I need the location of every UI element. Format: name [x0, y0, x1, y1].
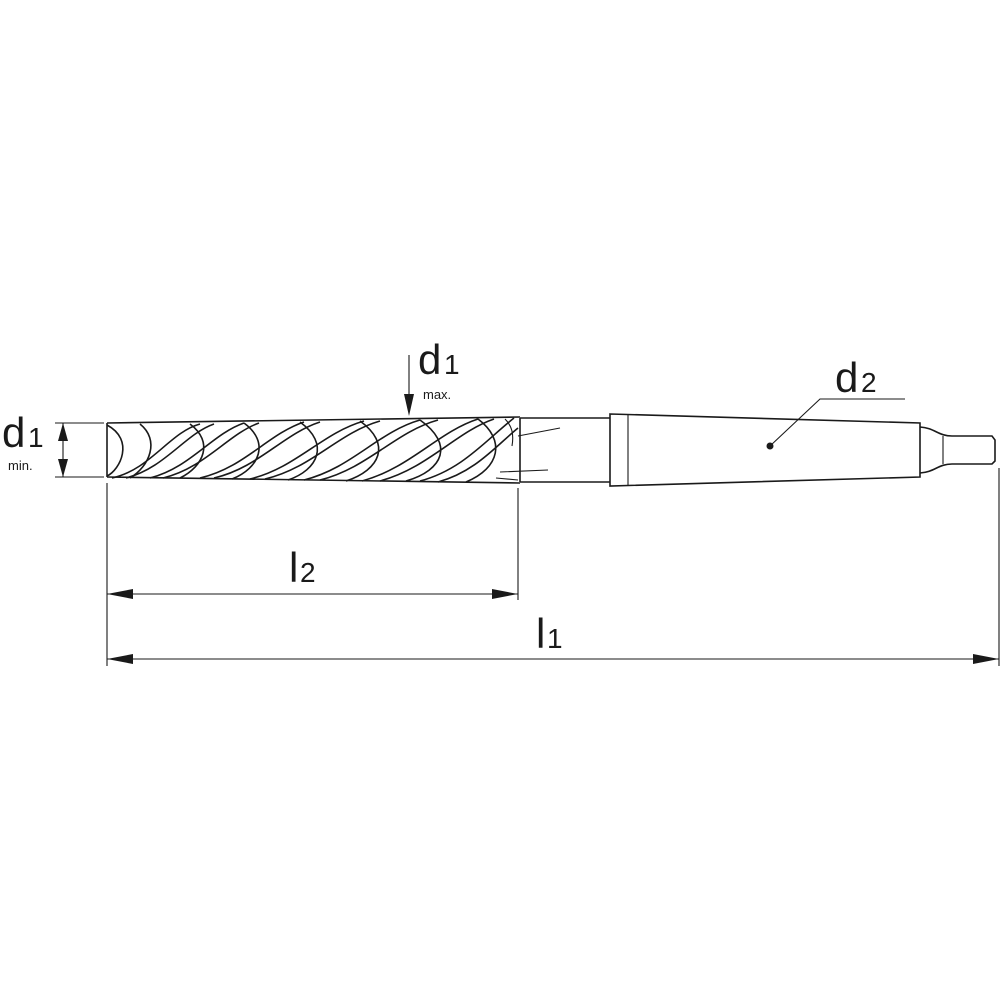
- d2-leader-dot: [766, 442, 774, 450]
- l2-index: 2: [300, 557, 316, 588]
- d1-max-symbol: d: [418, 336, 441, 383]
- flute-top-contour: [106, 416, 521, 424]
- l2-symbol: l: [289, 544, 298, 591]
- l1-index: 1: [547, 623, 563, 654]
- label-l2: l 2: [289, 544, 316, 591]
- fluted-body: [106, 416, 561, 484]
- flute-bottom-contour: [106, 476, 521, 484]
- d2-symbol: d: [835, 354, 858, 401]
- flute-runout: [495, 418, 561, 481]
- l1-symbol: l: [536, 610, 545, 657]
- tang: [919, 426, 996, 474]
- d1-max-index: 1: [444, 349, 460, 380]
- d2-index: 2: [861, 367, 877, 398]
- label-d1-max: d 1 max.: [418, 336, 460, 402]
- label-d1-min: d 1 min.: [2, 409, 44, 473]
- helical-flutes: [106, 417, 519, 483]
- dimension-lines: [55, 355, 1000, 666]
- shank-outline: [609, 413, 921, 487]
- taper-shank: [609, 413, 996, 487]
- d1-min-note: min.: [8, 458, 33, 473]
- label-l1: l 1: [536, 610, 563, 657]
- d1-max-arrowhead: [404, 394, 414, 416]
- label-d2: d 2: [835, 354, 877, 401]
- d1-min-symbol: d: [2, 409, 25, 456]
- neck: [519, 417, 610, 483]
- d1-min-index: 1: [28, 422, 44, 453]
- d1-max-note: max.: [423, 387, 451, 402]
- d2-leader-line: [769, 398, 905, 447]
